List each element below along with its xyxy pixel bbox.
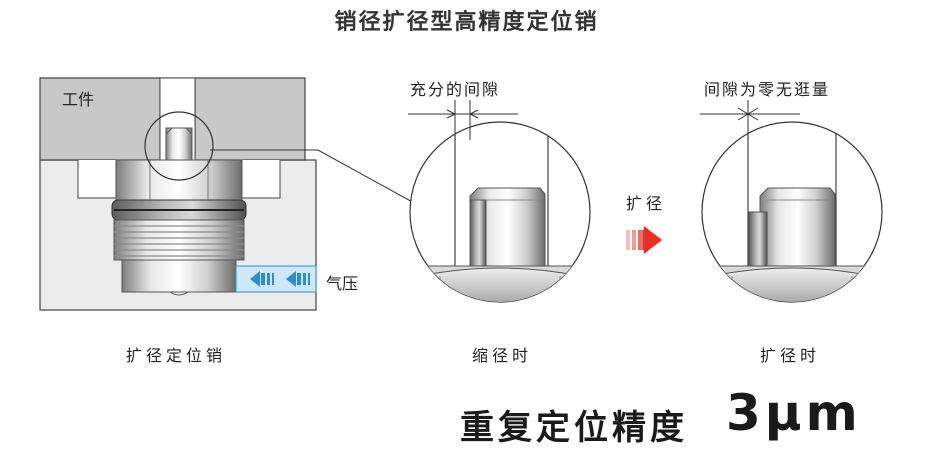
zoom-view-expanded [701,121,883,303]
zoom-view-contracted [409,121,591,303]
diagram-title: 销径扩径型高精度定位销 [334,10,599,35]
workpiece-label: 工件 [62,90,95,109]
air-pressure-label: 气压 [326,274,359,293]
zoom-leader-line [210,149,417,205]
gap-label-clearance: 充分的间隙 [410,80,501,99]
gap-dimension-zero [700,100,800,140]
zoom-circle [144,111,214,181]
gap-label-zero: 间隙为零无逛量 [704,80,831,99]
caption-contracted: 缩径时 [472,346,533,365]
precision-label: 重复定位精度 [460,408,688,448]
caption-expanded: 扩径时 [760,346,821,365]
air-pressure-inlet [235,265,317,293]
expand-arrow-label: 扩径 [626,194,667,213]
precision-value: 3μm [726,384,862,442]
expand-arrow [626,226,662,254]
caption-expanding-pin: 扩径定位销 [126,346,227,365]
gap-dimension-clearance [408,100,518,140]
